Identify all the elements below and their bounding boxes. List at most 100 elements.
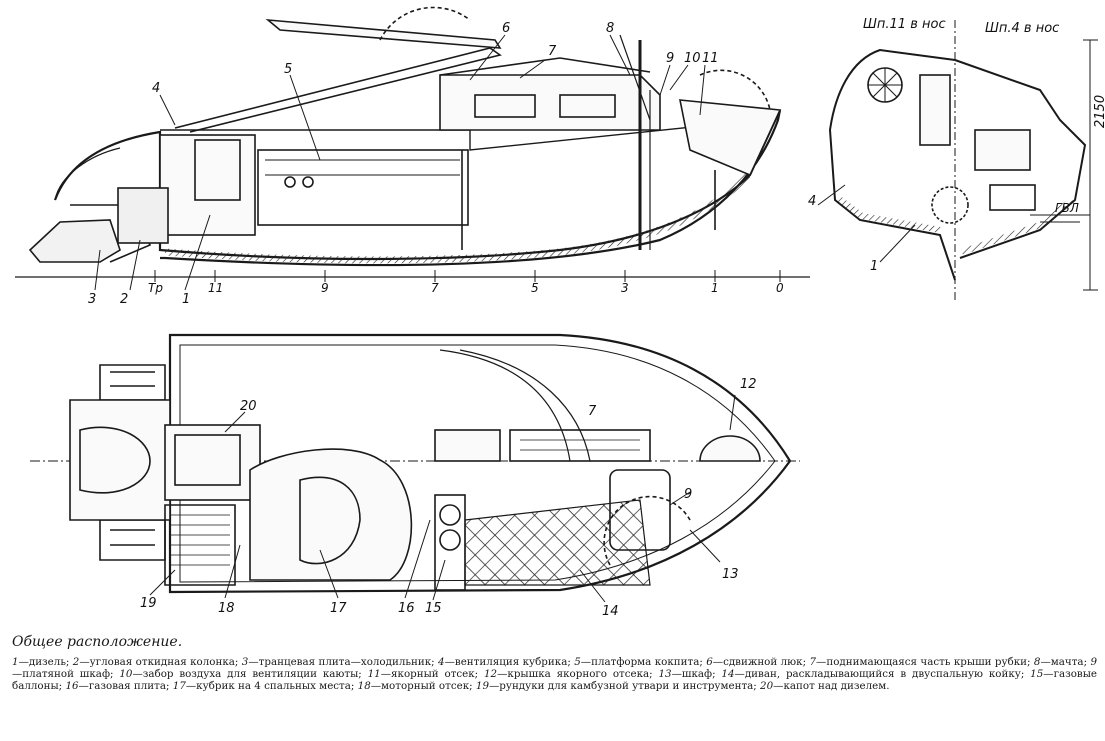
legend-text: платформа кокпита; bbox=[591, 656, 703, 668]
frame-label: 11 bbox=[208, 281, 223, 295]
legend-text: крышка якорного отсека; bbox=[507, 668, 653, 680]
legend-item: 7—поднимающаяся часть крыши рубки; bbox=[809, 656, 1031, 668]
caption-legend: 1—дизель; 2—угловая откидная колонка; 3—… bbox=[12, 656, 1097, 692]
side-label: 11 bbox=[702, 51, 719, 66]
legend-text: забор воздуха для вентиляции каюты; bbox=[142, 668, 362, 680]
legend-item: 9—платяной шкаф; bbox=[12, 656, 1098, 680]
legend-text: платяной шкаф; bbox=[22, 668, 114, 680]
legend-number: 7 bbox=[809, 656, 817, 668]
section-labels: Шп.11 в нос Шп.4 в нос 2150 ГВЛ 4 1 bbox=[808, 17, 1105, 274]
legend-number: 12 bbox=[484, 668, 498, 680]
legend-text: поднимающаяся часть крыши рубки; bbox=[826, 656, 1031, 668]
plan-label: 7 bbox=[588, 404, 597, 419]
legend-text: диван, раскладывающийся в двуспальную ко… bbox=[744, 668, 1025, 680]
legend-item: 20—капот над дизелем. bbox=[760, 680, 890, 692]
caption-title: Общее расположение. bbox=[12, 634, 183, 650]
legend-number: 16 bbox=[65, 680, 79, 692]
plan-label: 16 bbox=[398, 601, 415, 616]
plan-label: 17 bbox=[330, 601, 347, 616]
legend-item: 17—кубрик на 4 спальных места; bbox=[172, 680, 355, 692]
legend-number: 4 bbox=[438, 656, 445, 668]
legend-text: дизель; bbox=[28, 656, 70, 668]
legend-text: транцевая плита—холодильник; bbox=[258, 656, 435, 668]
legend-text: сдвижной люк; bbox=[723, 656, 807, 668]
legend-number: 10 bbox=[119, 668, 133, 680]
frame-label: 9 bbox=[321, 281, 329, 295]
legend-number: 19 bbox=[475, 680, 489, 692]
side-label: 4 bbox=[152, 81, 160, 96]
legend-number: 13 bbox=[658, 668, 672, 680]
legend-item: 8—мачта; bbox=[1033, 656, 1088, 668]
plan-label: 19 bbox=[140, 596, 157, 611]
side-label: 3 bbox=[88, 292, 96, 307]
plan-label: 9 bbox=[684, 487, 692, 502]
legend-item: 12—крышка якорного отсека; bbox=[484, 668, 653, 680]
plan-view-labels: 20 7 12 9 13 14 15 16 17 18 19 bbox=[140, 377, 757, 619]
legend-item: 19—рундуки для камбузной утвари и инстру… bbox=[475, 680, 757, 692]
legend-text: якорный отсек; bbox=[391, 668, 479, 680]
legend-number: 3 bbox=[241, 656, 249, 668]
legend-text: вентиляция кубрика; bbox=[454, 656, 571, 668]
legend-number: 6 bbox=[706, 656, 713, 668]
legend-number: 15 bbox=[1030, 668, 1044, 680]
legend-item: 16—газовая плита; bbox=[65, 680, 170, 692]
legend-number: 5 bbox=[574, 656, 581, 668]
legend-number: 8 bbox=[1033, 656, 1041, 668]
legend-item: 6—сдвижной люк; bbox=[706, 656, 807, 668]
legend-item: 11—якорный отсек; bbox=[367, 668, 479, 680]
side-label: 5 bbox=[284, 62, 292, 77]
section-label: 1 bbox=[870, 259, 878, 274]
frame-label: 0 bbox=[776, 281, 784, 295]
side-label: 2 bbox=[120, 292, 128, 307]
plan-label: 13 bbox=[722, 567, 739, 582]
legend-number: 11 bbox=[367, 668, 381, 680]
legend-item: 4—вентиляция кубрика; bbox=[438, 656, 571, 668]
general-arrangement-drawing: 1 2 3 4 5 6 7 8 9 10 11 Тр 11 9 7 5 3 1 … bbox=[15, 6, 1105, 619]
legend-text: рундуки для камбузной утвари и инструмен… bbox=[499, 680, 757, 692]
legend-item: 1—дизель; bbox=[12, 656, 70, 668]
legend-item: 2—угловая откидная колонка; bbox=[72, 656, 239, 668]
section-view bbox=[817, 20, 1098, 300]
frame-label: 1 bbox=[711, 281, 719, 295]
section-header-right: Шп.4 в нос bbox=[985, 21, 1059, 36]
plan-label: 12 bbox=[740, 377, 757, 392]
legend-item: 5—платформа кокпита; bbox=[574, 656, 703, 668]
legend-number: 9 bbox=[1090, 656, 1098, 668]
legend-text: газовая плита; bbox=[88, 680, 170, 692]
legend-text: угловая откидная колонка; bbox=[89, 656, 239, 668]
legend-number: 14 bbox=[721, 668, 735, 680]
waterline-label: ГВЛ bbox=[1055, 201, 1079, 215]
plan-label: 14 bbox=[602, 604, 619, 619]
legend-text: газовые баллоны; bbox=[12, 668, 1097, 692]
legend-item: 18—моторный отсек; bbox=[357, 680, 473, 692]
frame-label: 7 bbox=[431, 281, 439, 295]
height-dimension: 2150 bbox=[1093, 95, 1105, 128]
side-label: 10 bbox=[684, 51, 701, 66]
legend-number: 18 bbox=[357, 680, 371, 692]
legend-number: 20 bbox=[760, 680, 774, 692]
legend-item: 3—транцевая плита—холодильник; bbox=[241, 656, 435, 668]
frame-label: 3 bbox=[621, 281, 629, 295]
plan-label: 20 bbox=[240, 399, 257, 414]
legend-number: 2 bbox=[72, 656, 80, 668]
side-label: 1 bbox=[182, 292, 190, 307]
side-label: 6 bbox=[502, 21, 510, 36]
side-label: 8 bbox=[606, 21, 614, 36]
legend-item: 14—диван, раскладывающийся в двуспальную… bbox=[721, 668, 1025, 680]
legend-text: мачта; bbox=[1050, 656, 1088, 668]
legend-item: 13—шкаф; bbox=[658, 668, 716, 680]
plan-view bbox=[30, 333, 800, 603]
legend-text: кубрик на 4 спальных места; bbox=[196, 680, 355, 692]
legend-item: 15—газовые баллоны; bbox=[12, 668, 1097, 692]
side-view bbox=[15, 6, 810, 291]
section-label: 4 bbox=[808, 194, 816, 209]
legend-number: 1 bbox=[12, 656, 19, 668]
plan-label: 18 bbox=[218, 601, 235, 616]
side-view-labels: 1 2 3 4 5 6 7 8 9 10 11 bbox=[88, 21, 719, 307]
legend-text: капот над дизелем. bbox=[783, 680, 890, 692]
frame-label: 5 bbox=[531, 281, 539, 295]
side-label: 9 bbox=[666, 51, 674, 66]
plan-label: 15 bbox=[425, 601, 442, 616]
legend-text: моторный отсек; bbox=[381, 680, 473, 692]
side-label: 7 bbox=[548, 44, 557, 59]
